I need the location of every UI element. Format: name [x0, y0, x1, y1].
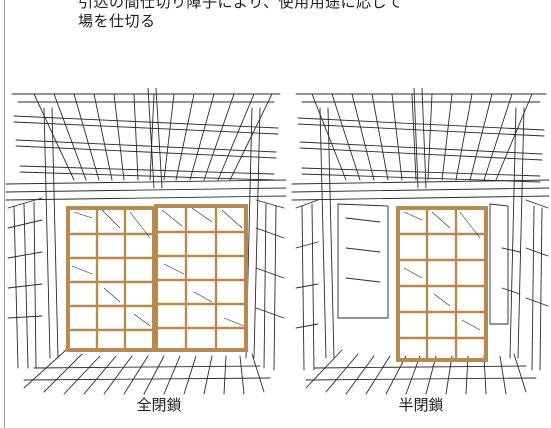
room-sketch-closed: [5, 88, 287, 395]
caption: 引込の間仕切り障子により、使用用途に応じて 場を仕切る: [78, 0, 403, 31]
caption-line-1: 引込の間仕切り障子により、使用用途に応じて: [78, 0, 403, 11]
label-fully-closed: 全閉鎖: [136, 396, 182, 414]
margin-rule: [4, 0, 5, 428]
room-sketch-half: [291, 88, 550, 395]
sketch-fully-closed: [4, 88, 288, 395]
label-half-closed: 半閉鎖: [398, 396, 444, 414]
caption-line-2: 場を仕切る: [78, 12, 156, 30]
sketch-half-closed: [290, 88, 551, 395]
